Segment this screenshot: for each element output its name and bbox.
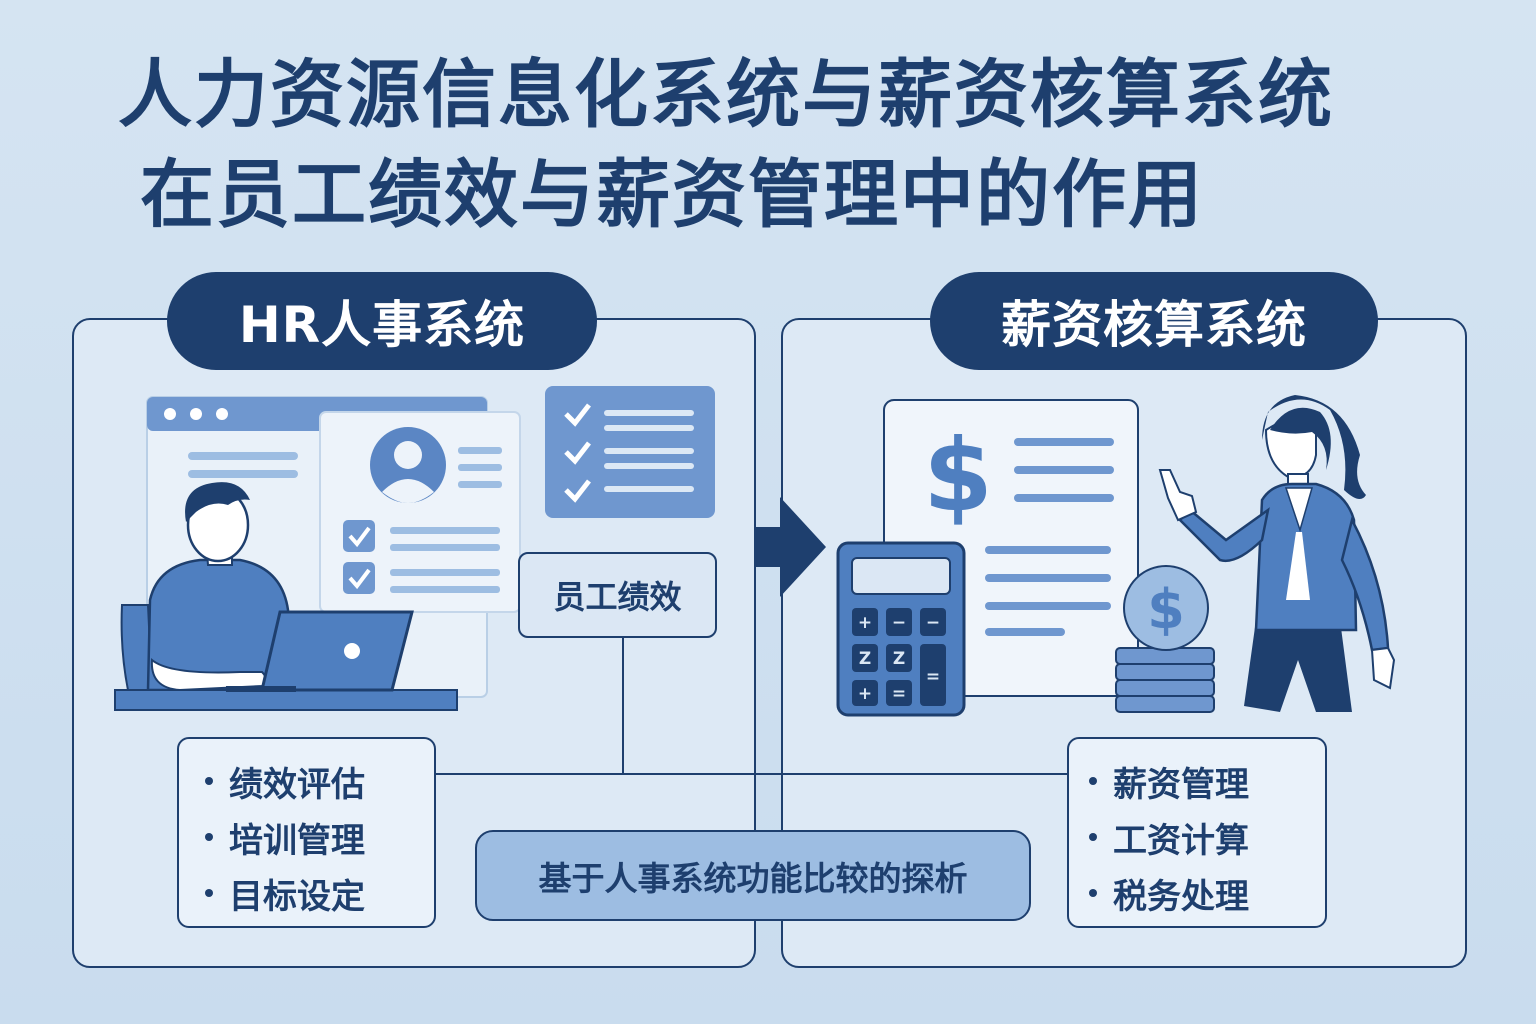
calc-key-equals: = [892,684,906,704]
checklist-card-icon [545,386,715,518]
list-item-label: 绩效评估 [229,764,365,805]
list-item: 培训管理 [205,809,434,865]
comparison-analysis-box: 基于人事系统功能比较的探析 [475,830,1031,921]
list-item: 绩效评估 [205,753,434,809]
list-item: 目标设定 [205,865,434,921]
list-item-label: 工资计算 [1113,820,1249,861]
list-item: 工资计算 [1089,809,1325,865]
list-item: 税务处理 [1089,865,1325,921]
calc-key-equals: = [926,667,940,687]
coin-stack-icon: $ [1115,565,1215,713]
calc-key-plus: + [858,684,872,704]
connector-lines [436,638,1067,775]
list-item-label: 培训管理 [229,820,365,861]
bullet-icon [1089,777,1097,785]
coin-dollar-icon: $ [1147,578,1185,641]
man-at-laptop-icon [114,482,458,711]
dollar-sign-icon: $ [923,417,993,534]
payroll-system-header: 薪资核算系统 [930,272,1378,370]
calc-key-minus: − [892,613,906,633]
hr-function-list: 绩效评估 培训管理 目标设定 [177,737,436,928]
list-item-label: 薪资管理 [1113,764,1249,805]
bullet-icon [1089,833,1097,841]
list-item-label: 目标设定 [229,876,365,917]
list-item-label: 税务处理 [1113,876,1249,917]
profile-card-icon [319,411,521,613]
bullet-icon [1089,889,1097,897]
calc-key-z: Z [859,649,871,669]
bullet-icon [205,889,213,897]
bullet-icon [205,777,213,785]
page-title-line-1: 人力资源信息化系统与薪资核算系统 [118,52,1334,138]
bullet-icon [205,833,213,841]
calc-key-minus: − [926,613,940,633]
calculator-icon: + − − Z Z = + = [836,541,966,717]
arrow-right-icon [756,497,826,597]
hr-system-header: HR人事系统 [167,272,597,370]
employee-performance-box: 员工绩效 [518,552,717,638]
payroll-function-list: 薪资管理 工资计算 税务处理 [1067,737,1327,928]
calc-key-z: Z [893,649,905,669]
calc-key-plus: + [858,613,872,633]
list-item: 薪资管理 [1089,753,1325,809]
woman-presenting-icon [1158,395,1396,712]
page-title-line-2: 在员工绩效与薪资管理中的作用 [140,152,1204,238]
